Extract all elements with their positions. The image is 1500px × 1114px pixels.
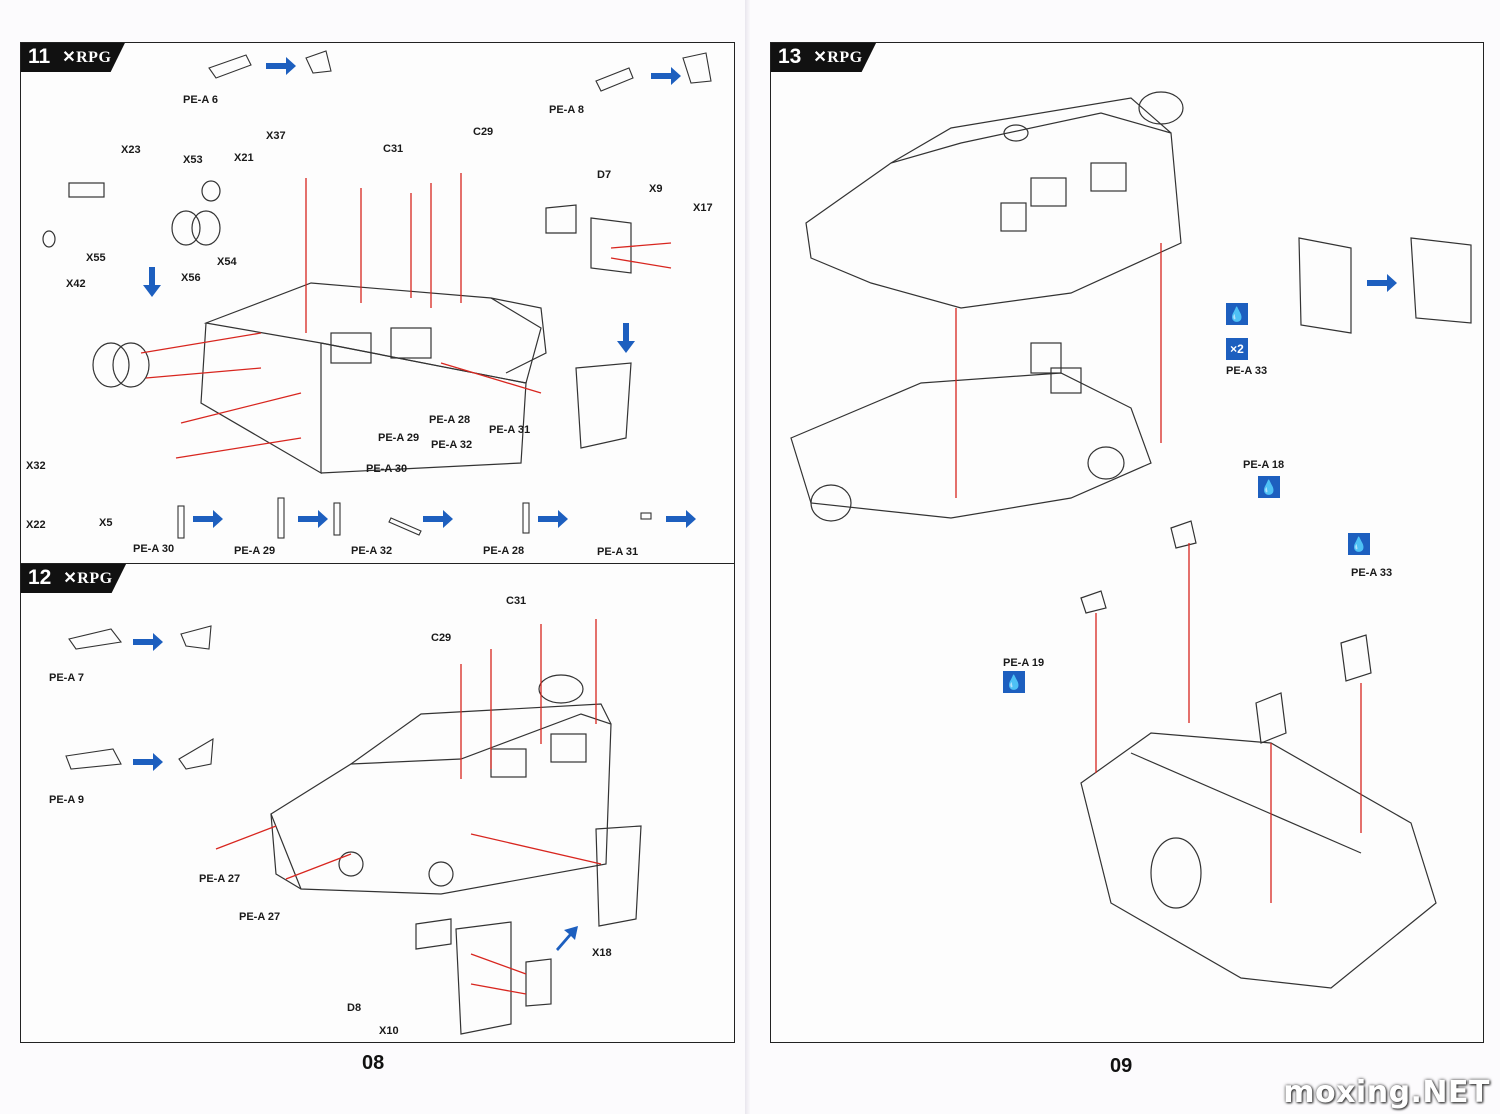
step-13-labels: PE-A 33 PE-A 18 PE-A 33 PE-A 19 [1003,365,1392,669]
assembly-guides [140,173,672,459]
part-label: PE-A 29 [378,432,419,444]
part-label: X17 [693,202,713,214]
brand-logo: ✕RPG [63,570,113,587]
arrow-pe-a30 [193,510,223,528]
part-label: PE-A 28 [483,545,524,557]
arrow-pe-a32 [423,510,453,528]
part-label: PE-A 29 [234,545,275,557]
part-label: PE-A 6 [183,94,218,106]
assembly-guides [955,243,1362,903]
part-label: PE-A 33 [1351,567,1392,579]
arrow-pe-a6 [266,57,296,75]
arrow-pe-a28 [538,510,568,528]
part-label: C29 [431,632,451,644]
vehicle-body-front [270,674,612,895]
part-label: PE-A 7 [49,672,84,684]
step-13-diagram [790,91,1472,989]
part-label: PE-A 33 [1226,365,1267,377]
step-11-tag: 11 ✕RPG [21,43,126,72]
multiplier-badge: ×2 [1226,338,1248,360]
part-label: PE-A 27 [239,911,280,923]
part-label: PE-A 18 [1243,459,1284,471]
blue-arrows [133,633,578,951]
arrow-pe-a7 [133,633,163,651]
arrow-diagonal-12 [556,926,578,951]
part-label: X21 [234,152,254,164]
part-label: PE-A 30 [133,543,174,555]
part-label: X55 [86,252,106,264]
paint-drop-icon: 💧 [1258,476,1280,498]
vehicle-rear-body [200,282,547,475]
paint-drop-icon: 💧 [1226,303,1248,325]
part-label: C31 [383,143,403,155]
part-label: PE-A 19 [1003,657,1044,669]
part-label: X42 [66,278,86,290]
part-label: PE-A 31 [597,546,638,558]
paint-drop-icon: 💧 [1003,671,1025,693]
right-page: 13 ✕RPG [750,0,1500,1114]
brand-logo: ✕RPG [62,49,112,66]
part-label: PE-A 9 [49,794,84,806]
side-door-exploded [415,825,642,1035]
step-13-tag: 13 ✕RPG [771,43,877,72]
upper-body-assembly [805,91,1184,309]
part-label: X22 [26,519,46,531]
part-label: X56 [181,272,201,284]
assembly-guides [215,619,602,995]
step-12-diagram [65,619,642,1035]
part-label: D7 [597,169,611,181]
spare-wheel-exploded [42,180,221,388]
rear-door-exploded [545,204,632,449]
step-12-panel: 12 ✕RPG [20,563,735,1043]
arrow-pe-a29 [298,510,328,528]
part-label: D8 [347,1002,361,1014]
page-number-left: 08 [362,1052,385,1074]
step-13-panel: 13 ✕RPG [770,42,1484,1043]
part-label: PE-A 8 [549,104,584,116]
part-label: X5 [99,517,112,529]
arrow-down-door [617,323,635,353]
arrow-pe-a31 [666,510,696,528]
step-11-panel: 11 ✕RPG [20,42,735,564]
part-label: PE-A 28 [429,414,470,426]
brand-logo: ✕RPG [813,49,863,66]
step-11-diagram [42,50,712,539]
lower-hull-assembly [1080,732,1437,989]
part-label: PE-A 30 [366,463,407,475]
part-label: X53 [183,154,203,166]
armor-grille-parts [1080,237,1472,744]
part-label: PE-A 32 [351,545,392,557]
arrow-pe-a8 [651,67,681,85]
part-label: C31 [506,595,526,607]
part-label: X37 [266,130,286,142]
arrow-pe-a9 [133,753,163,771]
arrow-pe-a33 [1367,274,1397,292]
step-number: 13 [778,45,802,68]
part-label: X54 [217,256,237,268]
part-label: PE-A 27 [199,873,240,885]
part-label: X18 [592,947,612,959]
watermark-text: moxing.NET [1283,1075,1490,1110]
blue-arrows [1367,274,1397,292]
page-number-right: 09 [1110,1055,1133,1077]
part-label: C29 [473,126,493,138]
part-label: PE-A 31 [489,424,530,436]
arrow-down-11 [143,267,161,297]
photoetch-parts [65,625,214,770]
photoetch-parts [177,50,712,539]
step-number: 11 [28,45,51,68]
step-number: 12 [28,566,52,589]
chassis-seats-assembly [790,342,1152,522]
part-label: X10 [379,1025,399,1037]
blue-arrows [143,57,696,528]
part-label: PE-A 32 [431,439,472,451]
paint-drop-icon: 💧 [1348,533,1370,555]
part-label: X23 [121,144,141,156]
step-12-tag: 12 ✕RPG [21,564,127,593]
part-label: X32 [26,460,46,472]
part-label: X9 [649,183,662,195]
left-page: 11 ✕RPG [20,42,735,1074]
